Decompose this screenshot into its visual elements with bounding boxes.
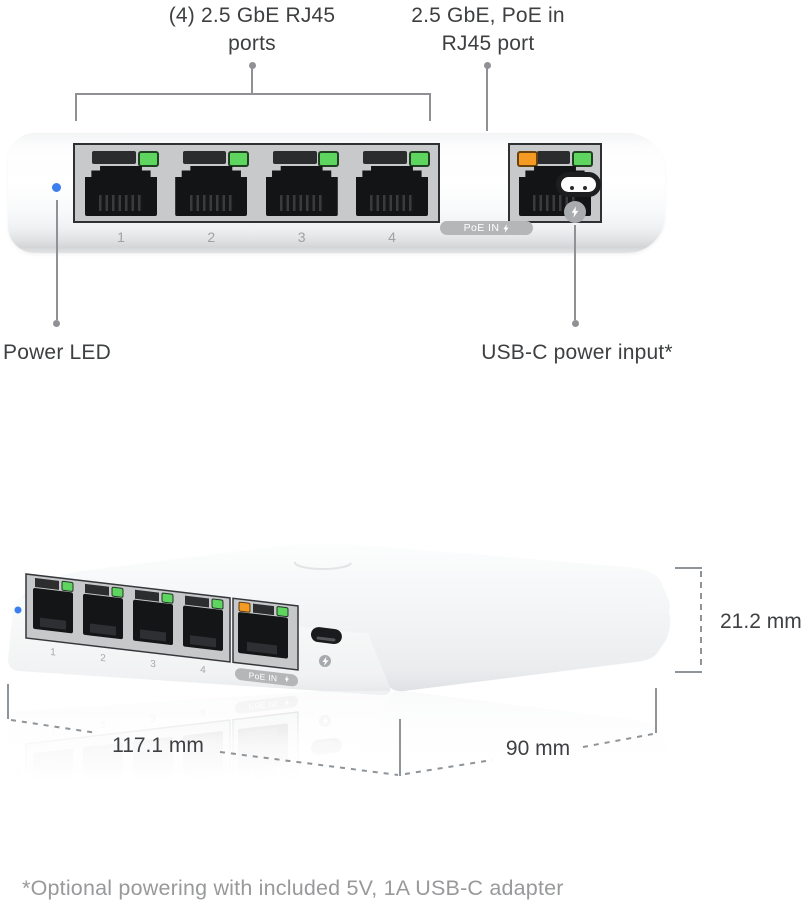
rj45-port-1: 1 bbox=[79, 149, 163, 245]
footnote: *Optional powering with included 5V, 1A … bbox=[22, 876, 564, 900]
port-number: 3 bbox=[297, 229, 306, 245]
link-led bbox=[408, 151, 430, 167]
switch-front-view: 1 2 3 4 bbox=[8, 133, 665, 253]
rj45-port-3: 3 bbox=[260, 149, 344, 245]
callout-ports-line2: ports bbox=[228, 32, 276, 55]
power-bolt-icon bbox=[564, 201, 586, 223]
lightning-bolt-icon bbox=[503, 223, 509, 233]
rj45-jack bbox=[265, 166, 338, 216]
leader-line bbox=[574, 225, 576, 320]
callout-poe-line2: RJ45 port bbox=[441, 32, 535, 55]
rj45-port-4 bbox=[183, 595, 224, 651]
callout-ports-label: (4) 2.5 GbE RJ45 ports bbox=[132, 2, 372, 58]
port-top-bar bbox=[92, 151, 137, 164]
port-group-1-4 bbox=[25, 573, 231, 663]
rj45-port-poe bbox=[238, 601, 289, 659]
link-led bbox=[318, 151, 340, 167]
usb-c-port bbox=[556, 172, 601, 197]
usb-c-port bbox=[310, 627, 342, 645]
switch-3d-view: 1 2 3 4 PoE IN bbox=[0, 543, 808, 810]
port-top-bar bbox=[363, 151, 408, 164]
link-led bbox=[571, 151, 593, 167]
port-top-bar bbox=[273, 151, 317, 164]
rj45-jack bbox=[355, 166, 429, 216]
power-led bbox=[14, 606, 22, 614]
poe-led bbox=[517, 151, 539, 167]
port-top-bar bbox=[182, 151, 227, 164]
poe-in-badge-label: PoE IN bbox=[249, 670, 278, 683]
port-number: 2 bbox=[100, 653, 106, 665]
rj45-jack bbox=[175, 166, 248, 216]
link-led bbox=[137, 151, 159, 167]
ubiquiti-logo bbox=[293, 561, 352, 570]
bracket-end-right bbox=[429, 95, 431, 121]
reflection-fade bbox=[0, 691, 808, 810]
port-number: 4 bbox=[388, 229, 396, 245]
port-number: 2 bbox=[207, 229, 216, 245]
poe-in-badge: PoE IN bbox=[440, 221, 533, 235]
lightning-bolt-icon bbox=[322, 656, 329, 666]
poe-in-badge-label: PoE IN bbox=[463, 222, 500, 234]
rj45-jack bbox=[84, 166, 158, 216]
callout-ports-line1: (4) 2.5 GbE RJ45 bbox=[168, 4, 336, 27]
dimension-length-label: 117.1 mm bbox=[112, 734, 204, 757]
rj45-port-2: 2 bbox=[169, 149, 253, 245]
link-led bbox=[228, 151, 250, 167]
port-top-bar bbox=[536, 151, 571, 164]
power-led-label: Power LED bbox=[2, 341, 111, 364]
poe-in-badge bbox=[235, 668, 298, 687]
dimension-width-label: 90 mm bbox=[506, 737, 570, 760]
leader-line bbox=[251, 67, 253, 94]
port-panel: 1 2 3 4 bbox=[73, 143, 602, 245]
rj45-port-1 bbox=[33, 578, 74, 634]
side-face bbox=[368, 606, 671, 692]
lightning-bolt-icon bbox=[571, 206, 579, 218]
usb-c-power-label: USB-C power input* bbox=[481, 341, 673, 364]
port-number: 1 bbox=[50, 647, 56, 659]
callout-poe-label: 2.5 GbE, PoE in RJ45 port bbox=[378, 2, 598, 58]
lightning-bolt-icon bbox=[284, 675, 289, 683]
port-number: 3 bbox=[150, 659, 156, 671]
bracket-bar bbox=[75, 93, 431, 95]
leader-dot bbox=[571, 320, 579, 327]
rj45-port-2 bbox=[83, 583, 124, 640]
dimension-height-label: 21.2 mm bbox=[720, 610, 802, 633]
port-number: 4 bbox=[200, 664, 206, 676]
power-led bbox=[52, 183, 61, 192]
rj45-port-3 bbox=[133, 589, 174, 646]
callout-poe-line1: 2.5 GbE, PoE in bbox=[411, 4, 565, 27]
port-group-1-4: 1 2 3 4 bbox=[73, 143, 440, 245]
leader-line bbox=[486, 67, 488, 131]
bracket-end-left bbox=[75, 95, 77, 121]
rj45-port-4: 4 bbox=[350, 149, 434, 245]
leader-dot bbox=[483, 62, 491, 69]
port-panel-3d: 1 2 3 4 PoE IN bbox=[25, 573, 299, 687]
leader-dot bbox=[53, 320, 60, 327]
leader-line bbox=[55, 200, 58, 320]
port-number: 1 bbox=[117, 229, 125, 245]
dimension-lines bbox=[7, 567, 702, 776]
leader-dot bbox=[248, 62, 256, 69]
switch-3d-body: 1 2 3 4 PoE IN bbox=[8, 543, 671, 695]
